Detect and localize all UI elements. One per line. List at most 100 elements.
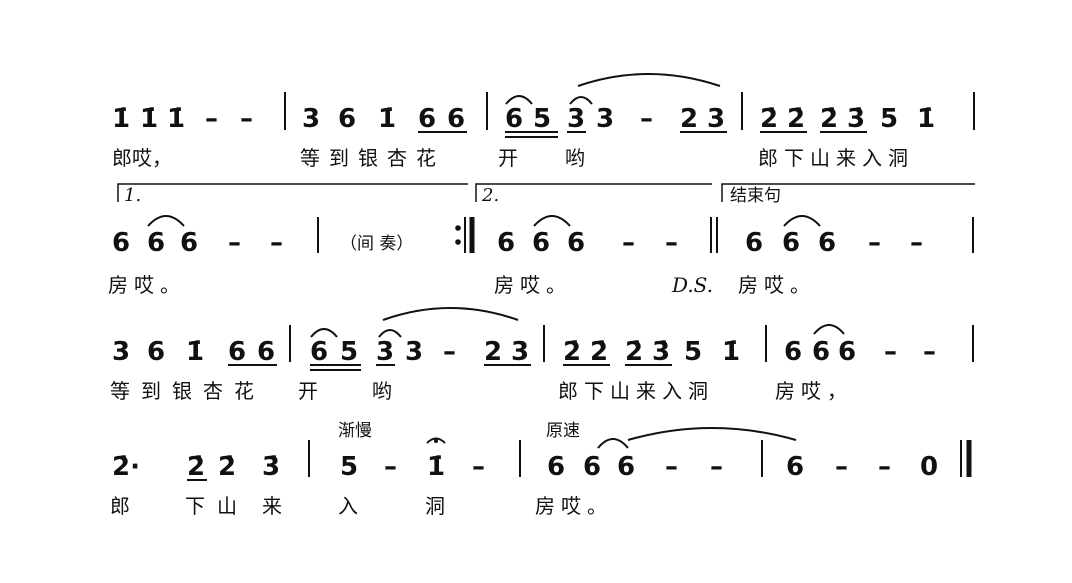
note: 1̇ [186, 337, 204, 367]
ending-bracket [721, 183, 975, 202]
note: 3 [302, 104, 320, 134]
repeat-dot [455, 239, 461, 245]
slur [569, 96, 593, 105]
lyric: 等到银杏花 [110, 379, 265, 403]
note: 5 [880, 104, 898, 134]
slur [147, 215, 185, 227]
lyric: 下 [185, 494, 205, 518]
lyric: 山 [217, 494, 237, 518]
interlude-label: （间 奏） [340, 234, 413, 254]
note: 3 [707, 104, 725, 134]
note: 6 [745, 228, 763, 258]
note: 5 [340, 452, 358, 482]
fermata-dot [434, 439, 438, 443]
note: 3 [596, 104, 614, 134]
dash: – [270, 228, 283, 258]
dash: – [884, 337, 897, 367]
note: 2̇ [563, 337, 581, 367]
dash: – [910, 228, 923, 258]
slur [597, 438, 629, 449]
ending-label: 结束句 [730, 186, 781, 206]
score-row-3: 3 6 1̇ 6 6 6 5 3 3 – 2 3 2̇ 2̇ 2̇ 3̇ 5 1… [110, 307, 974, 403]
dash: – [665, 228, 678, 258]
note: 6 [838, 337, 856, 367]
note: 3 [376, 337, 394, 367]
dash: – [472, 452, 485, 482]
note: 6 [447, 104, 465, 134]
score-row-4: 渐慢 原速 2̇· 2̇ 2̇ 3̇ 5 – 1̇ – 6 6 6 – – 6 … [110, 420, 972, 518]
lyric: 郎哎， [112, 146, 172, 170]
lyric: 房哎。 [108, 273, 186, 297]
lyric: 房哎， [775, 379, 853, 403]
note: 2̇· [112, 452, 140, 482]
note: 5 [684, 337, 702, 367]
slur [505, 95, 533, 105]
lyric: 郎 [110, 494, 130, 518]
lyric: 哟 [372, 379, 392, 403]
note: 6 [786, 452, 804, 482]
slur [310, 328, 338, 338]
repeat-dot [455, 225, 461, 231]
note: 6 [617, 452, 635, 482]
note: 6 [497, 228, 515, 258]
slur [533, 215, 571, 227]
note: 1̇ [378, 104, 396, 134]
lyric: 房哎。 [535, 494, 613, 518]
dash: – [923, 337, 936, 367]
note: 2̇ [760, 104, 778, 134]
note: 3 [567, 104, 585, 134]
volta-label: 1. [124, 185, 141, 206]
dash: – [384, 452, 397, 482]
note: 2̇ [625, 337, 643, 367]
dash: – [205, 104, 218, 134]
dash: – [228, 228, 241, 258]
lyric: 来 [262, 494, 282, 518]
dash: – [240, 104, 253, 134]
dash: – [878, 452, 891, 482]
lyric: 入 [338, 494, 358, 518]
fermata [426, 437, 446, 444]
note: 6 [782, 228, 800, 258]
ds-mark: D.S. [671, 273, 713, 297]
lyric: 洞 [425, 494, 445, 518]
note: 6 [505, 104, 523, 134]
note: 6 [228, 337, 246, 367]
dash: – [443, 337, 456, 367]
note: 2̇ [187, 452, 205, 482]
note: 6 [418, 104, 436, 134]
note: 2̇ [787, 104, 805, 134]
note: 6 [583, 452, 601, 482]
note: 6 [338, 104, 356, 134]
note: 6 [567, 228, 585, 258]
note: 3 [405, 337, 423, 367]
note: 2̇ [590, 337, 608, 367]
note: 6 [257, 337, 275, 367]
note: 3̇ [847, 104, 865, 134]
note: 2̇ [820, 104, 838, 134]
note: 5 [533, 104, 551, 134]
note: 3 [112, 337, 130, 367]
lyric: 开 [498, 146, 518, 170]
note: 6 [310, 337, 328, 367]
note: 0 [920, 452, 938, 482]
note: 3 [511, 337, 529, 367]
note: 6 [147, 337, 165, 367]
lyric: 房哎。 [738, 273, 816, 297]
dash: – [868, 228, 881, 258]
note: 6 [147, 228, 165, 258]
note: 2 [680, 104, 698, 134]
note: 2 [484, 337, 502, 367]
dash: – [640, 104, 653, 134]
tie [577, 73, 721, 87]
note: 6 [547, 452, 565, 482]
note: 3̇ [262, 452, 280, 482]
note: 1̇ [140, 104, 158, 134]
lyric: 哟 [565, 146, 585, 170]
tempo-mark: 渐慢 [338, 420, 372, 441]
dash: – [622, 228, 635, 258]
lyric: 郎下山来入洞 [758, 146, 914, 170]
lyric: 等到银杏花 [300, 146, 445, 170]
volta-bracket [475, 183, 712, 202]
note: 1̇ [167, 104, 185, 134]
